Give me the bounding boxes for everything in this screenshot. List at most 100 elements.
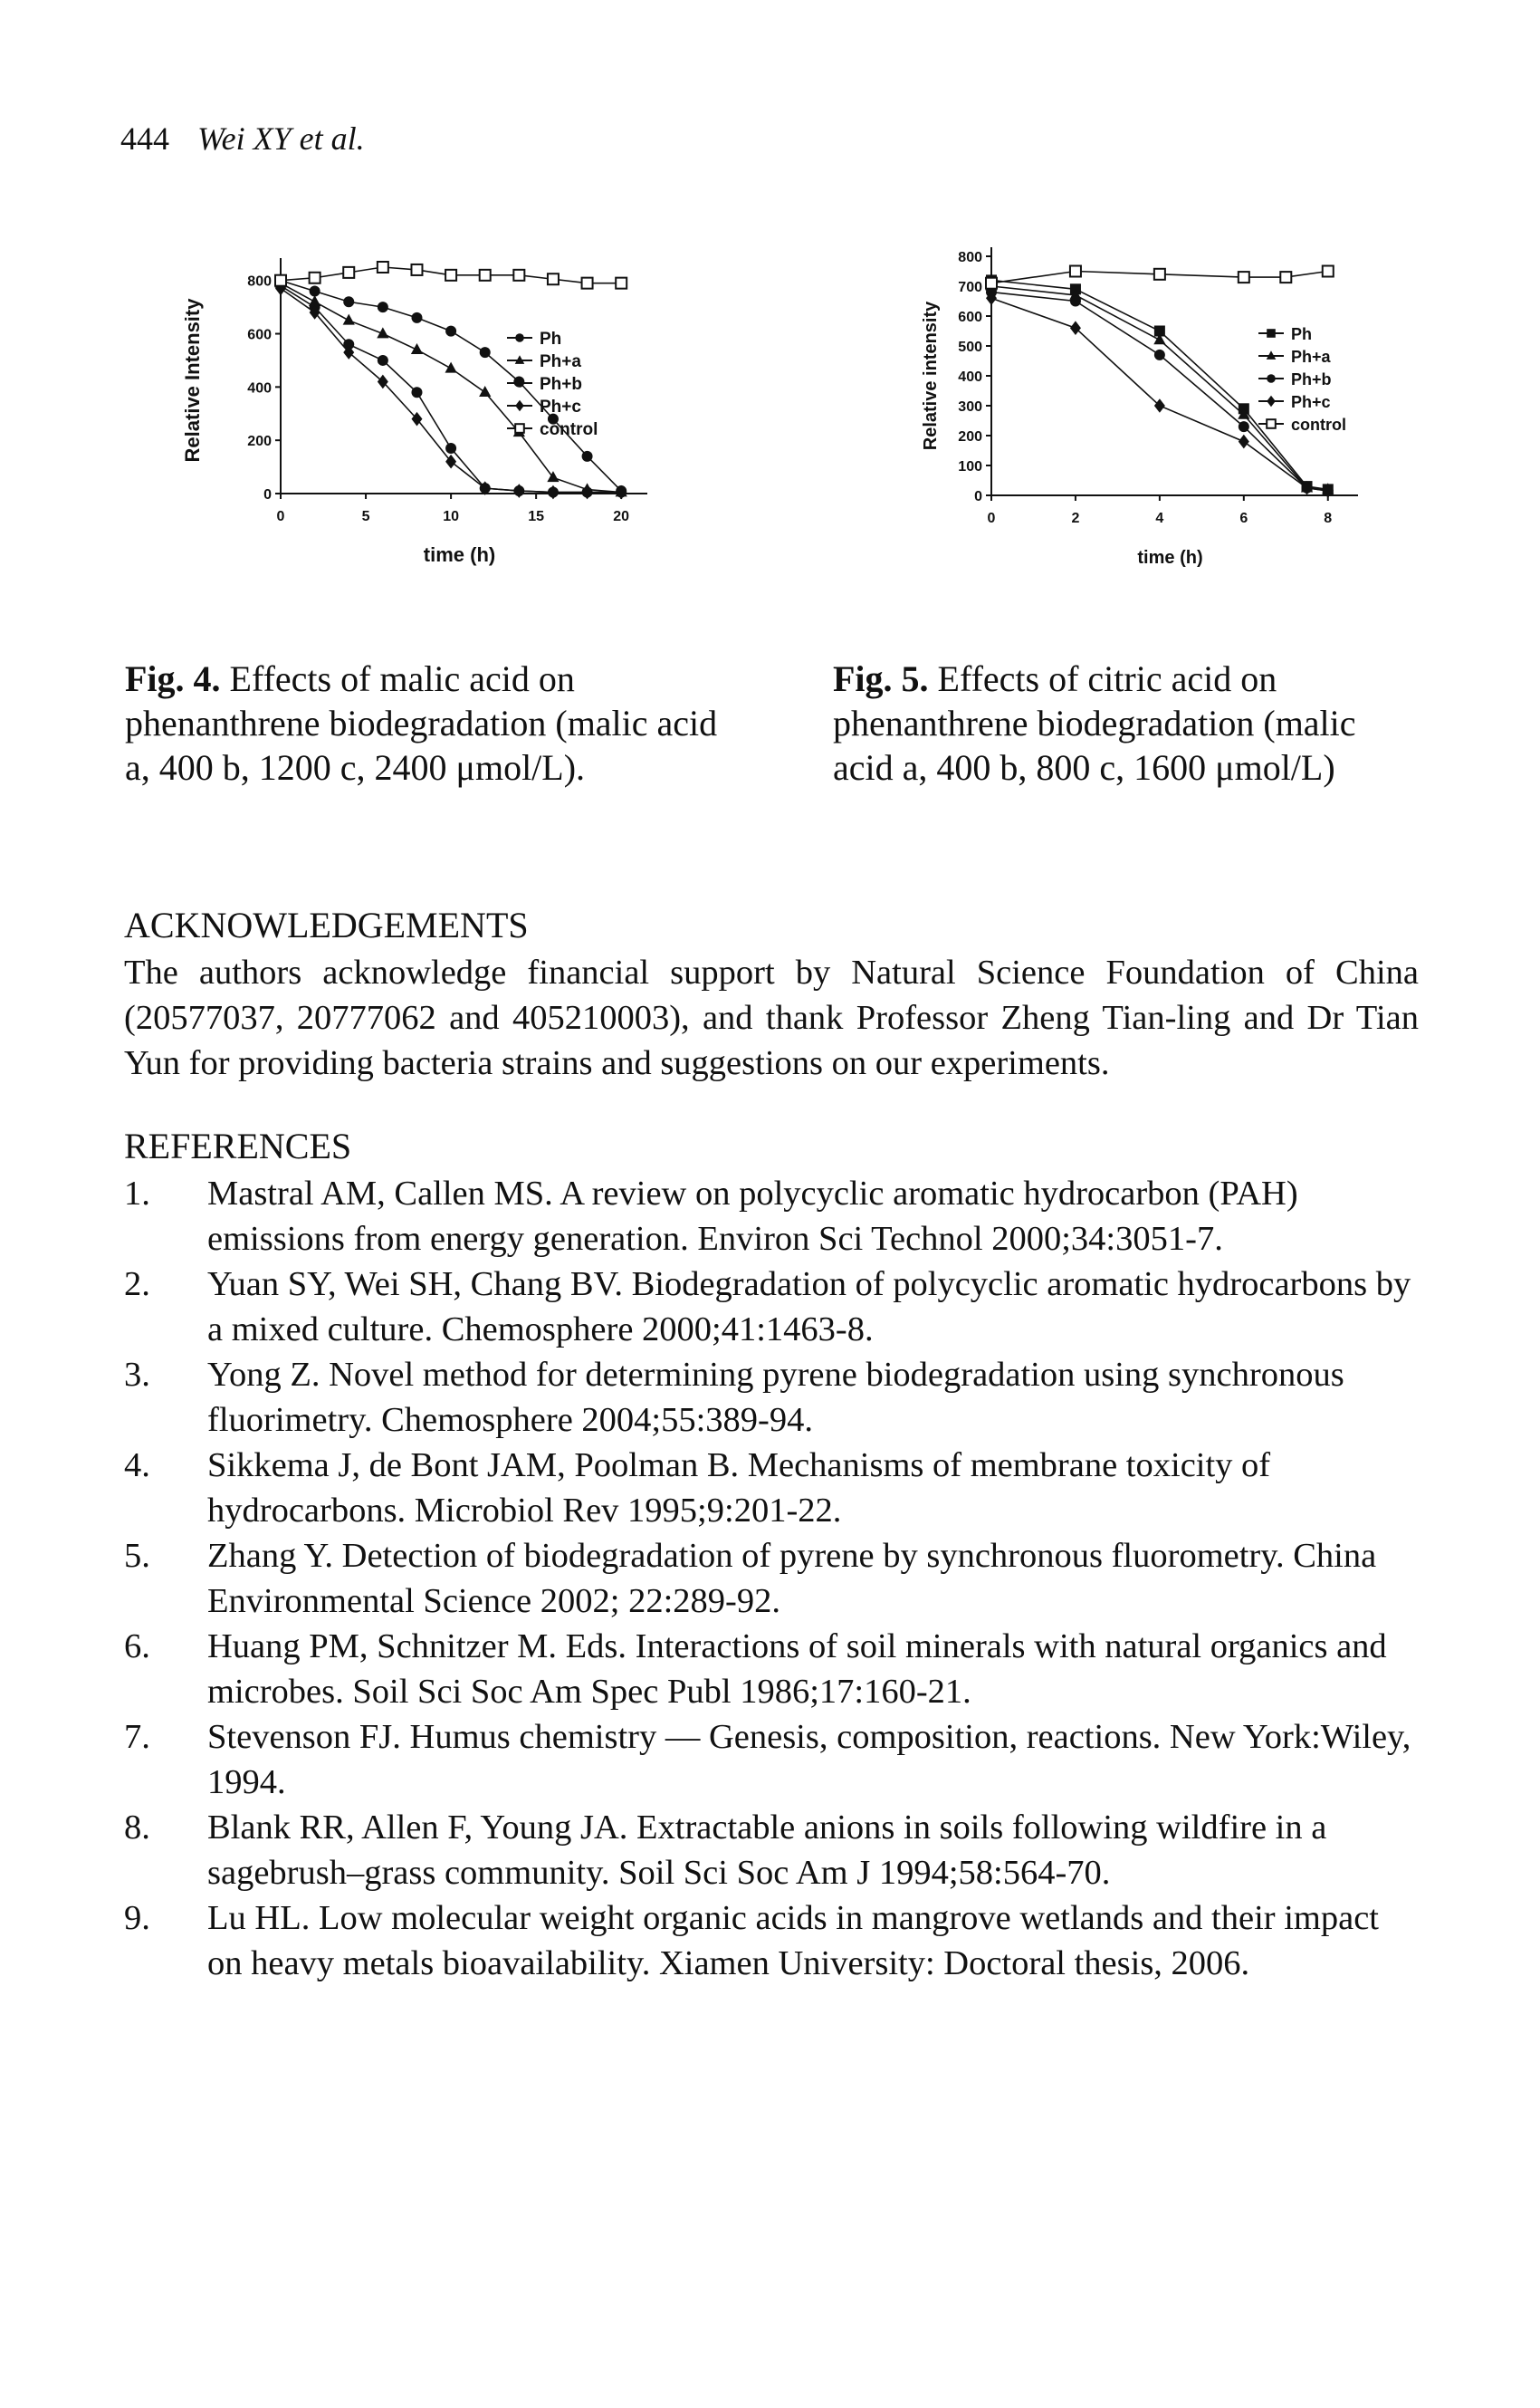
data-point [1153, 398, 1165, 413]
figure-4-caption: Fig. 4. Effects of malic acid on phenant… [125, 657, 750, 790]
legend-label: Ph+c [540, 398, 581, 417]
x-tick-label: 20 [613, 509, 629, 524]
x-tick-label: 15 [528, 509, 544, 524]
data-point [547, 413, 559, 425]
y-tick-label: 200 [958, 429, 982, 445]
legend-marker [1267, 395, 1276, 408]
data-point [1069, 295, 1081, 307]
reference-item: 5.Zhang Y. Detection of biodegradation o… [124, 1533, 1419, 1624]
data-point [479, 386, 492, 398]
legend-label: Ph+c [1291, 393, 1331, 411]
series-line [990, 270, 1328, 284]
data-point [1322, 484, 1334, 498]
data-point [410, 342, 424, 354]
reference-number: 2. [124, 1265, 150, 1303]
data-point [1069, 321, 1081, 335]
data-point [377, 374, 388, 389]
x-tick-label: 0 [277, 509, 285, 524]
reference-text: Blank RR, Allen F, Young JA. Extractable… [207, 1808, 1327, 1892]
data-point [309, 305, 320, 320]
figure-5-caption: Fig. 5. Effects of citric acid on phenan… [833, 657, 1403, 790]
y-tick-label: 300 [958, 399, 982, 415]
data-point [343, 345, 355, 360]
y-tick-label: 600 [247, 328, 272, 343]
data-point [1279, 271, 1293, 284]
data-point [512, 268, 526, 282]
y-tick-label: 400 [247, 380, 272, 396]
y-tick-label: 400 [958, 369, 982, 385]
reference-number: 3. [124, 1356, 150, 1394]
x-tick-label: 2 [1071, 511, 1079, 526]
reference-number: 6. [124, 1627, 150, 1665]
reference-item: 2. Yuan SY, Wei SH, Chang BV. Biodegradat… [124, 1262, 1419, 1352]
legend-label: Ph [1291, 325, 1312, 343]
x-tick-label: 6 [1239, 511, 1248, 526]
x-tick-label: 8 [1324, 511, 1332, 526]
data-point [478, 268, 492, 282]
data-point [275, 281, 286, 296]
legend-marker [515, 379, 524, 388]
data-point [308, 271, 321, 284]
data-point [411, 411, 423, 427]
figure-4-label: Fig. 4. [125, 658, 221, 699]
figure-5-caption-text: Effects of citric acid on phenanthrene b… [833, 658, 1356, 788]
data-point [547, 471, 560, 483]
data-point [445, 325, 457, 337]
reference-text: Yuan SY, Wei SH, Chang BV. Biodegradatio… [207, 1265, 1411, 1348]
data-point [985, 276, 998, 290]
y-tick-label: 100 [958, 459, 982, 475]
legend-label: Ph+b [1291, 370, 1332, 389]
data-point [377, 327, 389, 339]
data-point [615, 276, 628, 290]
reference-text: Sikkema J, de Bont JAM, Poolman B. Mecha… [207, 1446, 1271, 1530]
data-point [1153, 325, 1165, 337]
reference-number: 7. [124, 1718, 150, 1756]
reference-number: 4. [124, 1446, 150, 1484]
data-point [411, 312, 423, 323]
figure-5-label: Fig. 5. [833, 658, 929, 699]
legend-marker [1267, 374, 1276, 383]
data-point [1237, 271, 1250, 284]
data-point [445, 361, 457, 373]
reference-item: 7. Stevenson FJ. Humus chemistry — Genesi… [124, 1714, 1419, 1805]
y-axis-label: Relative Intensity [181, 298, 204, 463]
legend-label: control [540, 420, 598, 439]
data-point [309, 285, 320, 297]
reference-item: 6. Huang PM, Schnitzer M. Eds. Interactio… [124, 1624, 1419, 1714]
page-number: 444 [120, 120, 169, 157]
y-tick-label: 700 [958, 280, 982, 295]
series-line [990, 291, 1328, 492]
reference-item: 1. Mastral AM, Callen MS. A review on pol… [124, 1171, 1419, 1262]
data-point [342, 265, 356, 279]
data-point [376, 261, 389, 273]
data-point [1238, 421, 1249, 433]
x-tick-label: 10 [443, 509, 459, 524]
data-point [513, 484, 525, 498]
data-point [547, 484, 559, 500]
references-list: 1. Mastral AM, Callen MS. A review on pol… [124, 1171, 1419, 1986]
legend-marker [515, 333, 524, 342]
reference-text: Lu HL. Low molecular weight organic acid… [207, 1899, 1379, 1982]
data-point [1238, 434, 1249, 449]
references-heading: REFERENCES [124, 1126, 352, 1166]
legend-marker [1266, 418, 1277, 429]
x-tick-label: 0 [988, 511, 996, 526]
y-tick-label: 500 [958, 340, 982, 355]
reference-text: Mastral AM, Callen MS. A review on polyc… [207, 1175, 1298, 1258]
reference-number: 5. [124, 1537, 150, 1575]
legend-label: Ph [540, 330, 561, 349]
data-point [1153, 349, 1165, 360]
data-point [377, 302, 388, 313]
data-point [546, 273, 560, 286]
data-point [342, 313, 355, 325]
data-point [411, 387, 423, 398]
reference-text: Huang PM, Schnitzer M. Eds. Interactions… [207, 1627, 1387, 1711]
data-point [445, 443, 457, 454]
legend-marker [1267, 329, 1276, 338]
data-point [343, 296, 355, 308]
reference-text: Stevenson FJ. Humus chemistry — Genesis,… [207, 1718, 1411, 1801]
data-point [377, 354, 388, 366]
reference-number: 1. [124, 1175, 150, 1213]
data-point [479, 347, 491, 359]
